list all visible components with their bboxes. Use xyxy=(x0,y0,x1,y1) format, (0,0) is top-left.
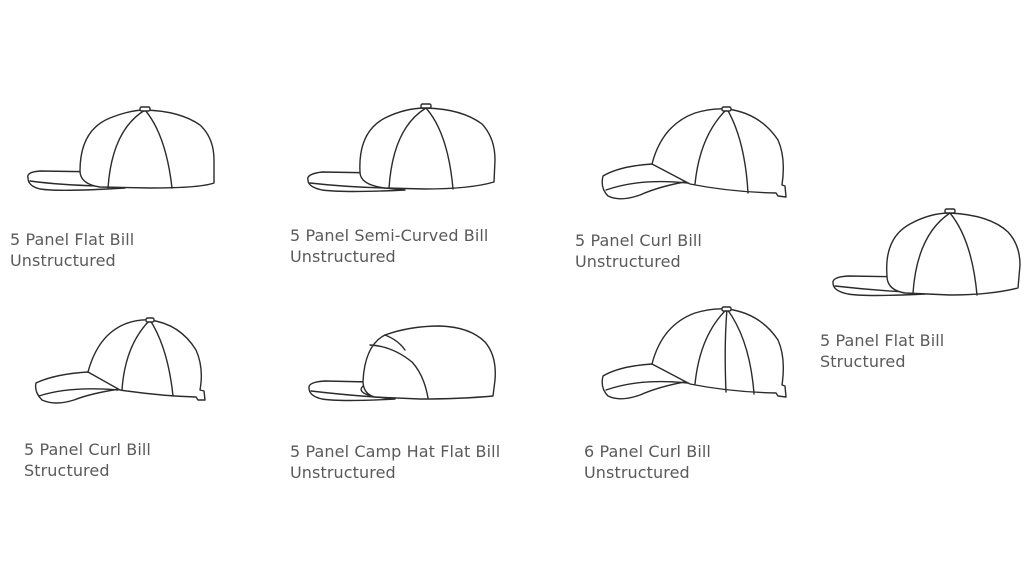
hat-structure-label: Unstructured xyxy=(290,463,396,482)
hat-caption: 5 Panel Camp Hat Flat Bill Unstructured xyxy=(290,441,500,483)
hat-caption: 5 Panel Curl Bill Unstructured xyxy=(575,230,702,272)
hat-structure-label: Unstructured xyxy=(290,247,396,266)
hat-style-label: 5 Panel Curl Bill xyxy=(575,231,702,250)
hat-caption: 5 Panel Semi-Curved Bill Unstructured xyxy=(290,225,488,267)
hat-caption: 5 Panel Flat Bill Unstructured xyxy=(10,229,134,271)
hat-style-label: 6 Panel Curl Bill xyxy=(584,442,711,461)
hat-structure-label: Unstructured xyxy=(10,251,116,270)
hat-caption: 5 Panel Flat Bill Structured xyxy=(820,330,944,372)
hat-structure-label: Structured xyxy=(24,461,110,480)
hat-caption: 6 Panel Curl Bill Unstructured xyxy=(584,441,711,483)
hat-structure-label: Structured xyxy=(820,352,906,371)
hat-caption: 5 Panel Curl Bill Structured xyxy=(24,439,151,481)
hat-style-label: 5 Panel Flat Bill xyxy=(820,331,945,350)
hat-style-label: 5 Panel Flat Bill xyxy=(10,230,135,249)
hat-style-label: 5 Panel Camp Hat Flat Bill xyxy=(290,442,501,461)
hat-style-label: 5 Panel Curl Bill xyxy=(24,440,151,459)
hat-structure-label: Unstructured xyxy=(584,463,690,482)
hat-style-label: 5 Panel Semi-Curved Bill xyxy=(290,226,489,245)
hat-structure-label: Unstructured xyxy=(575,252,681,271)
